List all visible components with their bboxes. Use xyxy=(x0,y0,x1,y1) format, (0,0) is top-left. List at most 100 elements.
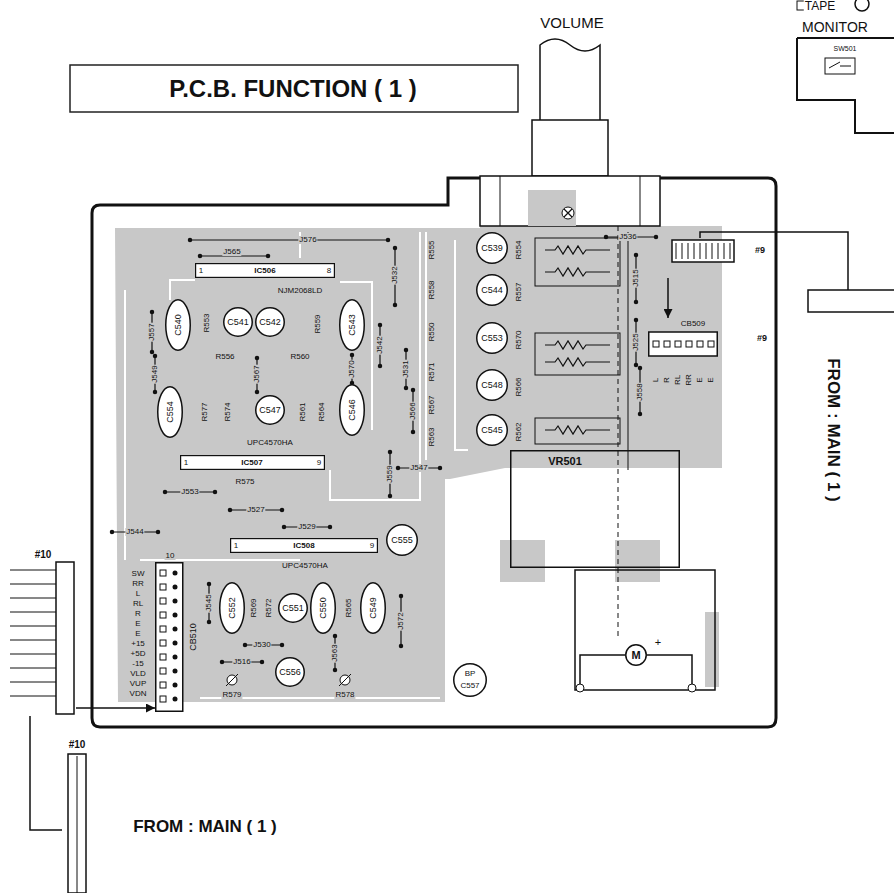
jumper-number: J565 xyxy=(222,248,241,256)
copper-pad xyxy=(705,612,719,687)
resistor-number: R579 xyxy=(221,691,242,699)
component-label: IC507 xyxy=(241,459,262,467)
pin-name: L xyxy=(135,590,141,598)
component-label: C548 xyxy=(481,381,503,390)
pot-bracket xyxy=(480,176,660,226)
jumper-number: J559 xyxy=(386,464,394,483)
ribbon-plug xyxy=(56,562,74,714)
component-outline xyxy=(279,594,308,623)
component-outline xyxy=(477,275,508,306)
pin-pad xyxy=(160,654,166,660)
pin-pad xyxy=(708,341,714,347)
copper-pad xyxy=(528,190,576,226)
jumper-number: J531 xyxy=(402,359,410,378)
component-outline xyxy=(626,645,647,666)
pin-pad xyxy=(173,571,178,576)
resistor-number: R559 xyxy=(314,313,322,334)
resistor-block xyxy=(535,333,620,375)
ic-type: UPC4570HA xyxy=(281,562,329,570)
signal-cable xyxy=(76,707,155,709)
component-label: 1 xyxy=(199,267,203,275)
component-label: 8 xyxy=(327,267,331,275)
component-label: C549 xyxy=(369,597,378,619)
component-label: C543 xyxy=(348,314,357,336)
pin-pad xyxy=(160,584,166,590)
resistor-number: R572 xyxy=(265,597,273,618)
motor-symbol: M xyxy=(625,644,647,666)
component-outline xyxy=(220,583,245,634)
capacitor-symbol: C542 xyxy=(255,307,285,337)
pin-number: 10 xyxy=(165,552,176,560)
pin-name: -15 xyxy=(131,660,145,668)
source-note: FROM : MAIN ( 1 ) xyxy=(825,357,842,503)
component-outline xyxy=(477,323,508,354)
resistor-number: R567 xyxy=(428,394,436,415)
component-label: 9 xyxy=(370,542,374,550)
pin-name: R xyxy=(663,376,671,384)
pin-pad xyxy=(173,655,178,660)
resistor-number: R578 xyxy=(334,691,355,699)
pin-name: RL xyxy=(674,374,682,386)
component-outline xyxy=(158,387,183,438)
jumper-number: J515 xyxy=(632,268,640,287)
component-label: CB509 xyxy=(681,320,705,328)
component-label: C541 xyxy=(227,318,249,327)
resistor-number: R565 xyxy=(345,597,353,618)
component-label: C557 xyxy=(460,682,479,690)
pin-pad xyxy=(160,612,166,618)
button-name: MONITOR xyxy=(801,20,869,34)
pin-pad xyxy=(173,613,178,618)
ic-package: 1 IC508 9 xyxy=(230,538,378,553)
component-outline xyxy=(340,385,365,436)
jumper-number: J549 xyxy=(151,364,159,383)
jumper-number: J529 xyxy=(297,523,316,531)
pin-name: L xyxy=(652,377,660,383)
pin-pad xyxy=(160,682,166,688)
ic-body xyxy=(181,456,325,470)
component-label: 1 xyxy=(234,542,238,550)
capacitor-symbol: C540 xyxy=(165,299,191,351)
pin-name: RR xyxy=(131,580,145,588)
pin-name: +15 xyxy=(130,640,146,648)
component-label: IC508 xyxy=(293,542,314,550)
jumper-number: J557 xyxy=(148,322,156,341)
ic-body xyxy=(231,539,378,553)
ic-type: NJM2068LD xyxy=(277,287,323,295)
capacitor-symbol: BPC557 xyxy=(453,663,487,697)
component-label: 9 xyxy=(317,459,321,467)
pin-pad xyxy=(173,683,178,688)
ribbon-plug xyxy=(672,240,734,262)
component-outline xyxy=(387,525,418,556)
jumper-number: J570 xyxy=(348,359,356,378)
header-body xyxy=(649,332,718,356)
pin-pad xyxy=(160,598,166,604)
component-label: C553 xyxy=(481,334,503,343)
jumper-number: J532 xyxy=(391,265,399,284)
jumper-number: J572 xyxy=(397,611,405,630)
volume-pot-outline: VR501 xyxy=(510,450,680,568)
component-label: C555 xyxy=(391,536,413,545)
pin-pad xyxy=(173,697,178,702)
pin-name: E xyxy=(707,376,715,383)
component-outline xyxy=(256,308,285,337)
capacitor-symbol: C541 xyxy=(223,307,253,337)
capacitor-symbol: C550 xyxy=(310,582,336,634)
pin-name: E xyxy=(134,630,141,638)
component-outline xyxy=(224,308,253,337)
volume-shaft xyxy=(540,39,600,122)
ic-body xyxy=(196,264,335,278)
title-frame xyxy=(70,65,518,112)
resistor-number: R570 xyxy=(515,329,523,350)
component-label: C556 xyxy=(279,668,301,677)
switch-board-outline xyxy=(797,38,894,133)
capacitor-symbol: C546 xyxy=(339,384,365,436)
capacitor-symbol: C556 xyxy=(275,657,305,687)
jumper-number: J563 xyxy=(331,643,339,662)
component-outline xyxy=(311,583,336,634)
component-label: IC506 xyxy=(254,267,275,275)
resistor-number: R575 xyxy=(234,478,255,486)
jumper-number: J566 xyxy=(409,401,417,420)
capacitor-symbol: C555 xyxy=(386,524,418,556)
resistor-block xyxy=(535,238,620,286)
